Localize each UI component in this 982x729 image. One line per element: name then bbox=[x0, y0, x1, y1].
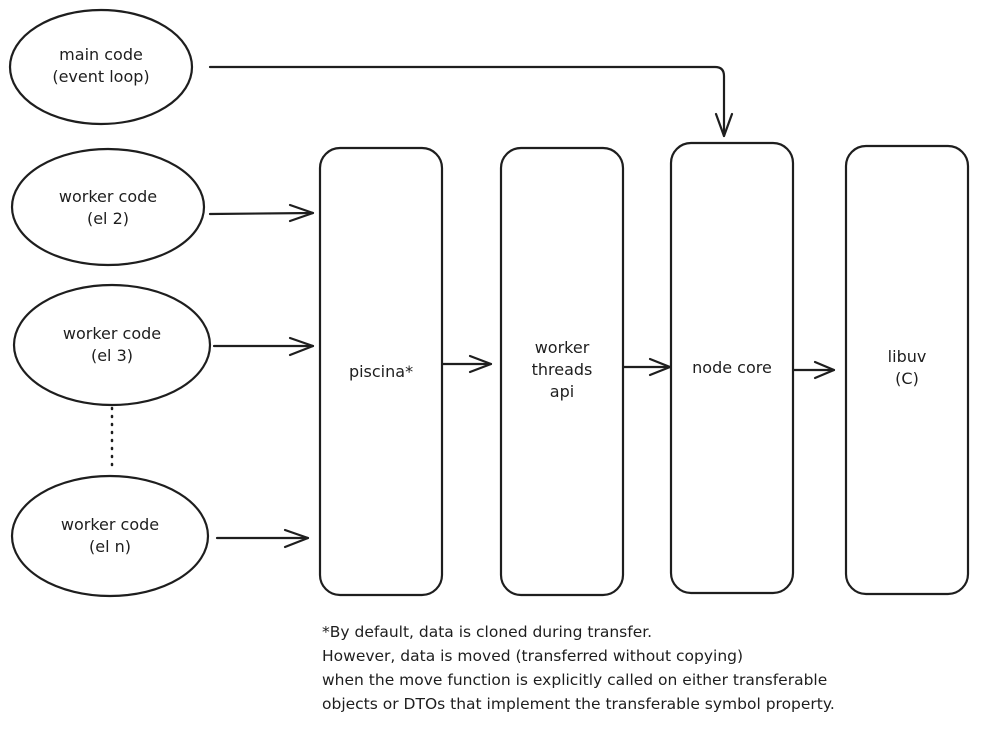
event-loop-label: (event loop) bbox=[52, 67, 150, 86]
arrow-piscina-to-worker-threads bbox=[441, 354, 493, 374]
worker-eln-node: worker code (el n) bbox=[30, 514, 190, 558]
worker-id-label: (el 2) bbox=[86, 209, 130, 228]
footnote-line: objects or DTOs that implement the trans… bbox=[322, 695, 835, 713]
libuv-node: libuv (C) bbox=[846, 346, 968, 390]
worker-threads-label-line2: threads bbox=[531, 360, 593, 379]
arrow-worker-threads-to-node-core bbox=[622, 357, 672, 377]
worker-id-label: (el 3) bbox=[90, 346, 134, 365]
worker-threads-node: worker threads api bbox=[501, 337, 623, 403]
worker-el2-node-shape bbox=[10, 147, 206, 267]
worker-code-label: worker code bbox=[60, 515, 160, 534]
arrow-worker3-to-piscina bbox=[212, 336, 315, 357]
worker-code-label: worker code bbox=[58, 187, 158, 206]
footnote-line: when the move function is explicitly cal… bbox=[322, 671, 828, 689]
footnote-line: *By default, data is cloned during trans… bbox=[322, 623, 653, 641]
worker-threads-label-line1: worker bbox=[534, 338, 590, 357]
arrow-worker2-to-piscina bbox=[208, 203, 315, 223]
libuv-language-label: (C) bbox=[895, 369, 919, 388]
piscina-node: piscina* bbox=[320, 361, 442, 383]
main-code-node: main code (event loop) bbox=[21, 44, 181, 88]
worker-el2-node: worker code (el 2) bbox=[28, 186, 188, 230]
piscina-label: piscina* bbox=[348, 362, 414, 381]
libuv-box bbox=[844, 144, 970, 596]
node-core-box bbox=[669, 141, 795, 595]
worker-eln-node-shape bbox=[10, 474, 210, 598]
worker-el3-node: worker code (el 3) bbox=[32, 323, 192, 367]
worker-code-label: worker code bbox=[62, 324, 162, 343]
arrow-node-core-to-libuv bbox=[792, 360, 836, 380]
worker-id-label: (el n) bbox=[89, 537, 131, 556]
worker-el3-node-shape bbox=[12, 283, 212, 407]
libuv-label: libuv bbox=[887, 347, 927, 366]
arrow-main-to-node-core bbox=[208, 65, 734, 138]
arrow-workern-to-piscina bbox=[215, 528, 310, 549]
footnote: *By default, data is cloned during trans… bbox=[322, 620, 835, 716]
footnote-line: However, data is moved (transferred with… bbox=[322, 647, 744, 665]
worker-threads-label-line3: api bbox=[549, 382, 575, 401]
piscina-box bbox=[318, 146, 444, 597]
main-code-node-shape bbox=[8, 8, 194, 126]
worker-threads-box bbox=[499, 146, 625, 597]
node-core-node: node core bbox=[671, 357, 793, 379]
node-core-label: node core bbox=[692, 358, 772, 377]
main-code-label: main code bbox=[59, 45, 143, 64]
